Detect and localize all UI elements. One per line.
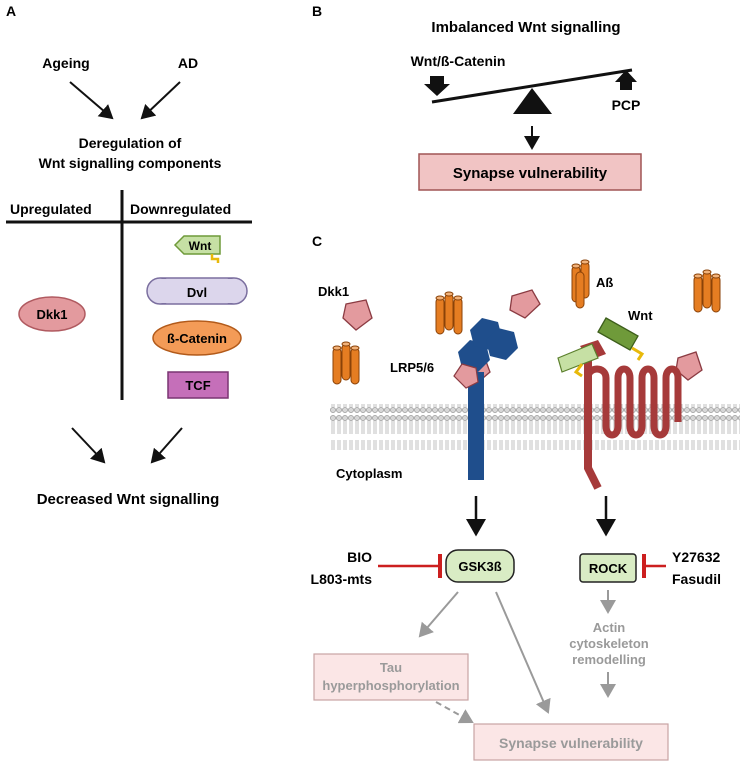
gsk3b-node [445, 549, 515, 583]
beta-catenin-node [152, 320, 242, 356]
arrow-down-to-decreased [150, 427, 183, 464]
tcf-node [167, 371, 229, 399]
dkk1-label: Dkk1 [36, 307, 67, 322]
dkk1-node [18, 296, 86, 332]
up-arrow-icon [615, 70, 637, 90]
panel-a-letter: A [6, 3, 16, 19]
arrow-up-to-decreased [71, 427, 106, 464]
seesaw-beam [431, 68, 633, 104]
deregulation-line1: Deregulation of [79, 135, 182, 151]
abeta-label: Aß [596, 275, 613, 290]
wnt-node [173, 235, 221, 255]
synapse-label-c: Synapse vulnerability [499, 735, 643, 751]
arrow-tau-to-synapse-dashed [435, 701, 474, 724]
downregulated-header: Downregulated [130, 201, 231, 217]
bio-label: BIO [347, 549, 372, 565]
abeta-bundle-4 [693, 269, 721, 313]
wnt-ligand-free [597, 317, 645, 361]
actin-line2: cytoskeleton [569, 636, 649, 651]
arrow-gsk-to-tau [418, 591, 459, 638]
tau-line1: Tau [380, 660, 402, 675]
abeta-bundle-1 [435, 291, 463, 335]
arrow-gsk-to-synapse [495, 591, 551, 714]
decreased-wnt-label: Decreased Wnt signalling [37, 491, 220, 508]
panel-c-letter: C [312, 233, 322, 249]
wnt-beta-catenin-label: Wnt/ß-Catenin [411, 53, 506, 69]
wnt-c-label: Wnt [628, 308, 653, 323]
upregulated-header: Upregulated [10, 201, 92, 217]
frizzled-receptor [557, 340, 682, 490]
tau-box [313, 653, 469, 701]
ageing-label: Ageing [42, 55, 89, 71]
beta-catenin-label: ß-Catenin [167, 331, 227, 346]
fasudil-label: Fasudil [672, 571, 721, 587]
imbalanced-title: Imbalanced Wnt signalling [431, 19, 620, 36]
actin-line3: remodelling [572, 652, 646, 667]
panel-c: C Dkk1 Aß Wnt LRP5/6 [311, 233, 740, 761]
l803-label: L803-mts [311, 571, 373, 587]
panel-a: A Ageing AD Deregulation of Wnt signalli… [6, 3, 252, 508]
synapse-label-b: Synapse vulnerability [453, 165, 608, 182]
abeta-bundle-3 [571, 259, 590, 309]
dkk1-shape-1 [342, 299, 373, 331]
dkk1-c-label: Dkk1 [318, 284, 349, 299]
dvl-node [146, 277, 248, 305]
y27632-label: Y27632 [672, 549, 720, 565]
cell-membrane [330, 404, 740, 450]
panel-b: B Imbalanced Wnt signalling Wnt/ß-Cateni… [312, 3, 642, 191]
rock-node [579, 553, 637, 583]
dkk1-shape-2 [509, 289, 541, 319]
tau-line2: hyperphosphorylation [322, 678, 459, 693]
arrow-ad [140, 81, 181, 120]
actin-line1: Actin [593, 620, 626, 635]
wnt-lipid-tail [210, 254, 220, 263]
rock-label: ROCK [589, 561, 628, 576]
deregulation-line2: Wnt signalling components [39, 155, 222, 171]
ad-label: AD [178, 55, 198, 71]
gsk3b-label: GSK3ß [458, 559, 501, 574]
lrp-receptor [453, 318, 518, 480]
tcf-label: TCF [185, 378, 210, 393]
seesaw-fulcrum [513, 88, 552, 114]
panel-b-letter: B [312, 3, 322, 19]
lrp-label: LRP5/6 [390, 360, 434, 375]
down-arrow-icon [424, 76, 450, 96]
synapse-box-b [418, 153, 642, 191]
cytoplasm-label: Cytoplasm [336, 466, 402, 481]
dvl-label: Dvl [187, 285, 207, 300]
arrow-ageing [69, 81, 114, 120]
synapse-box-c [473, 723, 669, 761]
wnt-label: Wnt [189, 239, 212, 253]
abeta-bundle-2 [332, 341, 360, 385]
pcp-label: PCP [612, 97, 641, 113]
